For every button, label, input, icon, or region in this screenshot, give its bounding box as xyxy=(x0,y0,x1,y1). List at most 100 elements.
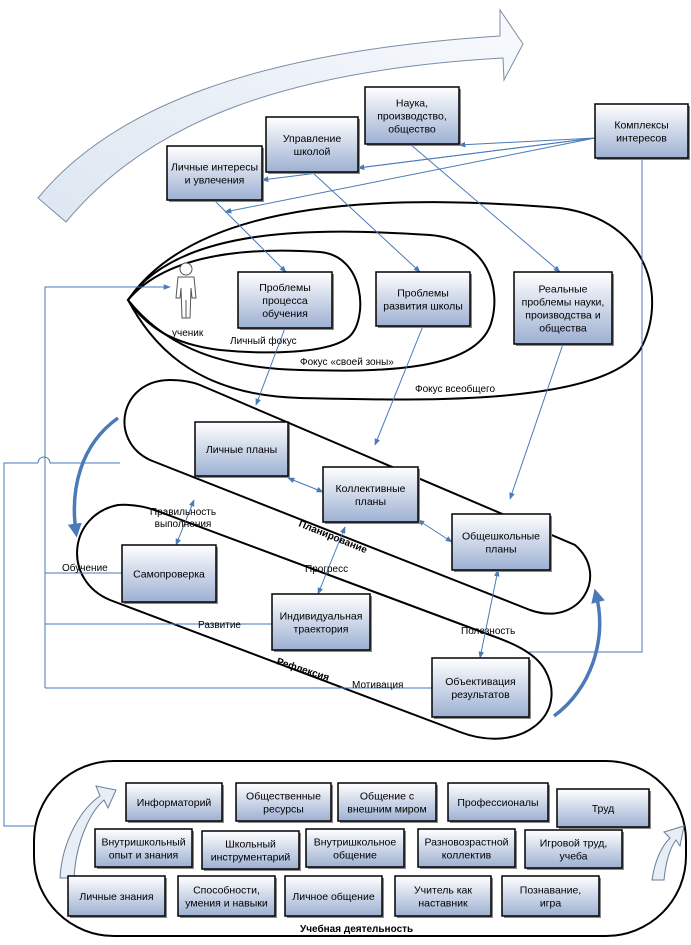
box-text: школой xyxy=(294,146,331,158)
box-text: Индивидуальная xyxy=(280,611,363,623)
box-text: опыт и знания xyxy=(109,850,178,862)
box-trud: Труд xyxy=(556,788,651,829)
label-lichnyy-fokus: Личный фокус xyxy=(230,335,297,347)
box-text: ресурсы xyxy=(263,804,304,816)
box-text: производства и xyxy=(525,310,601,322)
connector-line xyxy=(175,499,195,546)
student-icon xyxy=(175,262,197,319)
box-text: Проблемы xyxy=(259,282,311,294)
box-text: Личные планы xyxy=(206,444,277,456)
box-text: Профессионалы xyxy=(457,797,538,809)
box-text: коллектив xyxy=(442,850,492,862)
box-text: Реальные xyxy=(538,284,587,296)
label-poleznost: Полезность xyxy=(461,626,515,637)
box-text: Проблемы xyxy=(397,288,449,300)
box-text: Способности, xyxy=(193,885,260,897)
box-text: планы xyxy=(486,544,517,556)
box-text: проблемы науки, xyxy=(522,297,605,309)
bottom-left-arrow xyxy=(59,785,117,879)
box-text: Личное общение xyxy=(292,891,374,903)
box-text: траектория xyxy=(294,624,349,636)
box-text: Личные интересы xyxy=(171,162,258,174)
box-text: Управление xyxy=(283,133,342,145)
connector-line xyxy=(37,456,120,464)
box-text: планы xyxy=(355,496,386,508)
box-text: Игровой труд, xyxy=(540,838,608,850)
box-text: Самопроверка xyxy=(133,569,205,581)
box-sposobnosti: Способности,умения и навыки xyxy=(177,875,277,918)
box-text: Внутришкольное xyxy=(314,837,397,849)
box-lichnoe-obshchenie: Личное общение xyxy=(284,875,384,918)
label-progress: Прогресс xyxy=(305,564,348,575)
box-text: Разновозрастной xyxy=(424,837,508,849)
box-text: интересов xyxy=(616,133,667,145)
box-text: учеба xyxy=(559,851,587,863)
box-text: Школьный xyxy=(225,839,276,851)
label-pravilnost: выполнения xyxy=(155,519,212,530)
box-text: Познавание, xyxy=(520,885,581,897)
label-razvitie: Развитие xyxy=(198,620,241,631)
box-text: Общение с xyxy=(360,791,414,803)
label-uchebnaya: Учебная деятельность xyxy=(300,923,413,935)
boxes-layer: Наука,производство,обществоУправлениешко… xyxy=(67,86,690,918)
box-text: инструментарий xyxy=(211,852,291,864)
box-text: Внутришкольный xyxy=(101,837,185,849)
box-text: Общешкольные xyxy=(462,531,540,543)
connector-line xyxy=(529,158,643,653)
connector-line xyxy=(357,137,596,170)
box-text: общества xyxy=(539,323,587,335)
connector-line xyxy=(287,477,324,493)
connector-line xyxy=(458,137,596,148)
box-text: внешним миром xyxy=(347,804,426,816)
box-text: Личные знания xyxy=(79,891,153,903)
box-text: обучения xyxy=(262,308,308,320)
box-text: процесса xyxy=(262,295,308,307)
box-lichnye-plany: Личные планы xyxy=(194,421,290,478)
box-text: Общественные xyxy=(246,791,321,803)
connector-line xyxy=(374,325,424,446)
connector-line xyxy=(3,462,38,827)
box-text: общество xyxy=(388,124,436,136)
box-text: Комплексы xyxy=(614,120,668,132)
connector-line xyxy=(44,284,171,688)
box-text: развития школы xyxy=(383,301,463,313)
box-text: наставник xyxy=(418,898,468,910)
box-text: Наука, xyxy=(396,98,428,110)
connector-line xyxy=(478,569,500,659)
box-poznavanie: Познавание,игра xyxy=(501,875,601,918)
box-text: Объективация xyxy=(445,676,516,688)
box-nauka: Наука,производство,общество xyxy=(364,86,461,146)
curved-arrow-left xyxy=(67,416,120,538)
box-text: умения и навыки xyxy=(185,898,268,910)
box-igrovoy: Игровой труд,учеба xyxy=(524,829,624,870)
box-text: Информаторий xyxy=(137,797,212,809)
label-pravilnost: Правильность xyxy=(150,507,216,518)
connector-line xyxy=(509,343,564,500)
bottom-right-arrow xyxy=(651,825,685,881)
connector-line xyxy=(317,526,346,595)
fokus-vseobshchego-outline xyxy=(126,201,653,401)
connector-line xyxy=(409,143,561,273)
curved-arrow-right xyxy=(552,588,605,718)
connectors xyxy=(3,137,643,827)
connector-line xyxy=(417,519,453,543)
label-uchenik: ученик xyxy=(172,328,204,339)
box-text: общение xyxy=(333,850,377,862)
label-fokus-svoey: Фокус «своей зоны» xyxy=(300,357,394,368)
label-planirovanie: Планирование xyxy=(297,519,369,557)
